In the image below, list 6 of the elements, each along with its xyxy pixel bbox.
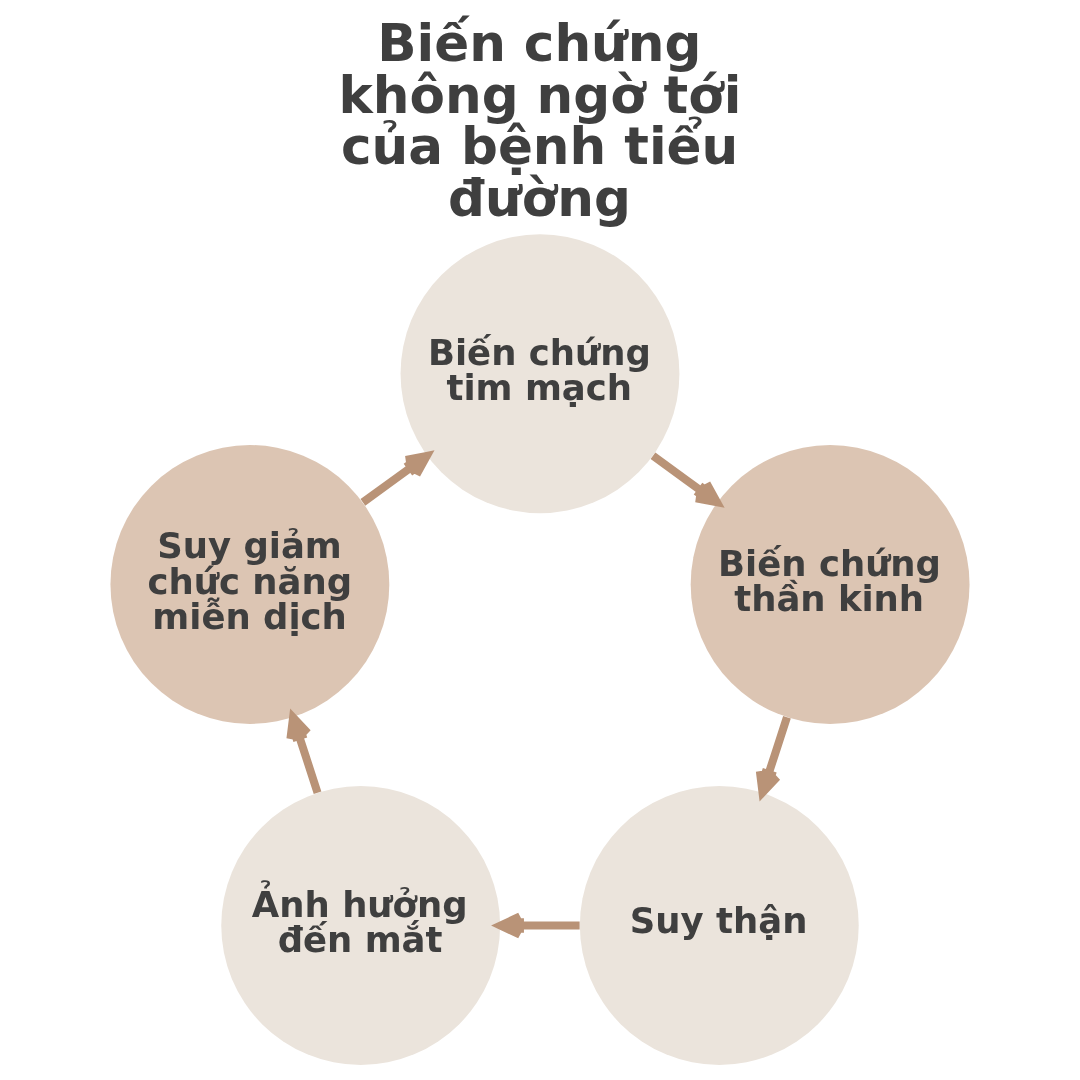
node-circle: Suy thận xyxy=(579,786,859,1065)
diagram-title: Biến chứng không ngờ tới của bệnh tiểu đường xyxy=(338,13,742,228)
node-circle: Suy giảm chức năng miễn dịch xyxy=(110,445,390,724)
arrow xyxy=(360,451,432,506)
node-circle: Ảnh hưởng đến mắt xyxy=(221,786,501,1065)
arrow xyxy=(650,452,722,507)
